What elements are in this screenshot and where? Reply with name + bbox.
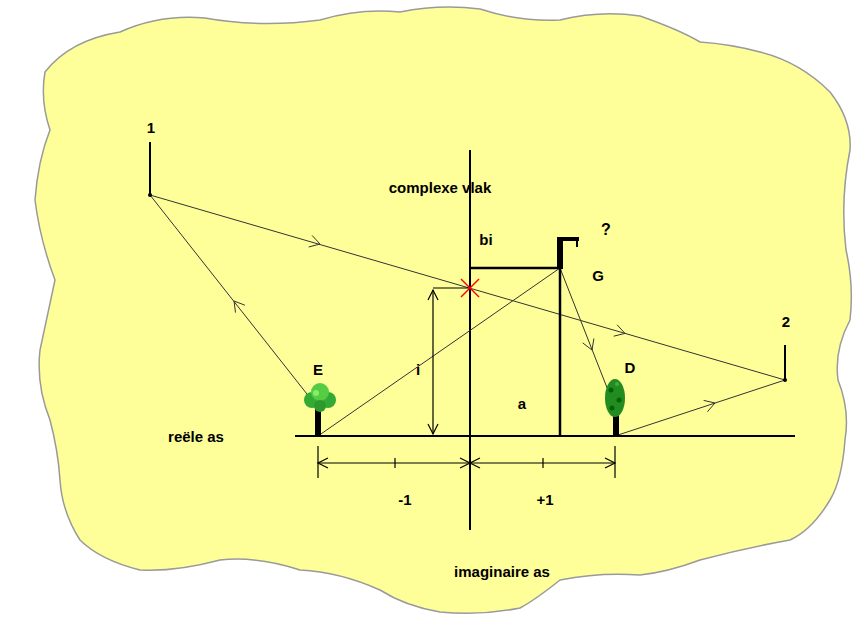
- tree-e: [304, 383, 336, 436]
- imaginary-part: bi: [479, 231, 492, 248]
- dimension-value: -1: [398, 491, 411, 508]
- route-arrowheads: [234, 235, 715, 411]
- route-lines: [150, 195, 785, 436]
- i-dimension: [428, 288, 470, 434]
- unit-dimension: [318, 446, 615, 478]
- axis-name: imaginaire as: [452, 563, 552, 580]
- post-number: 2: [782, 313, 790, 330]
- tree-d: [605, 379, 625, 436]
- coordinate-lines: [470, 268, 560, 436]
- island-ground: [35, 7, 851, 613]
- dimension-value: +1: [536, 491, 553, 508]
- gallows: [557, 237, 579, 269]
- post-number: 1: [147, 119, 155, 136]
- unit-name: i: [416, 361, 420, 378]
- treasure-cross: [461, 279, 479, 297]
- point-name: D: [625, 359, 636, 376]
- axis-name: reële as: [168, 428, 224, 445]
- point-name: G: [592, 267, 604, 284]
- post-1: [148, 142, 152, 197]
- question-mark: ?: [601, 221, 611, 239]
- real-axis: [295, 435, 795, 437]
- point-name: E: [313, 361, 323, 378]
- real-part: a: [518, 395, 526, 412]
- post-2: [783, 345, 787, 382]
- plane-title: complexe vlak: [389, 179, 492, 196]
- imaginary-axis: [469, 150, 471, 530]
